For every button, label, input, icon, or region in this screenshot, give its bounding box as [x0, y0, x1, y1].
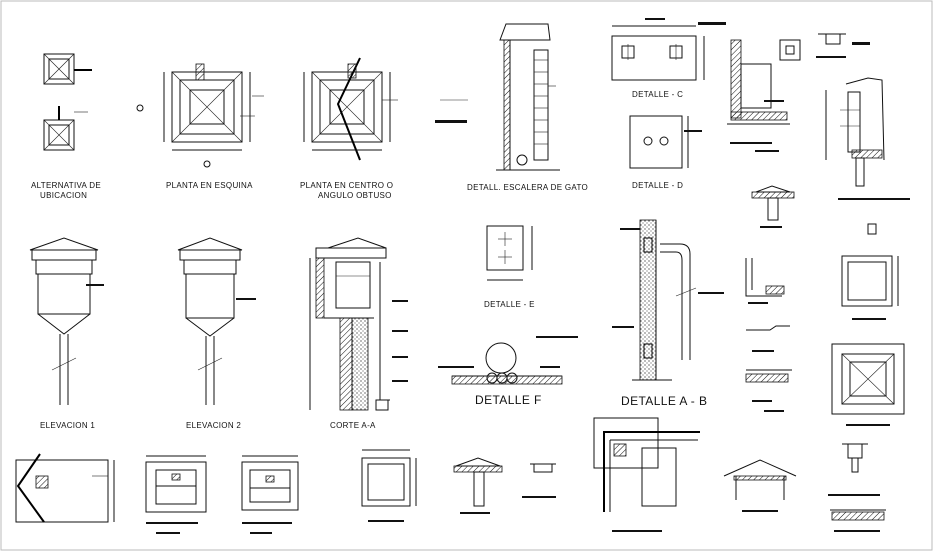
row3-roof-detail [723, 459, 797, 512]
alternativa-ubicacion-drawing [43, 53, 92, 151]
detalle-ab-drawing [612, 219, 724, 381]
row3-right-details [828, 443, 886, 532]
detalle-c-drawing [611, 18, 726, 81]
label-corte-aa: CORTE A-A [330, 421, 376, 430]
detalle-d-drawing [629, 115, 702, 169]
label-alternativa-1: ALTERNATIVA DE [31, 181, 101, 190]
row3-large-section [593, 417, 700, 532]
row3-detail-1 [15, 453, 115, 523]
corte-aa-drawing [309, 237, 408, 411]
detalle-e-drawing [486, 225, 533, 281]
elevacion-2-drawing [177, 237, 256, 405]
planta-centro-drawing [303, 57, 398, 161]
label-detall-escalera: DETALL. ESCALERA DE GATO [467, 183, 588, 192]
label-detalle-e: DETALLE - E [484, 300, 535, 309]
escalera-gato-drawing [435, 23, 560, 171]
row3-plan-3 [241, 455, 299, 534]
wall-section-drawing [727, 33, 870, 152]
detalle-f-drawing [438, 336, 578, 385]
label-planta-centro-2: ANGULO OBTUSO [318, 191, 392, 200]
label-detalle-f: DETALLE F [475, 393, 542, 407]
row3-plan-2 [145, 455, 207, 534]
label-planta-esquina: PLANTA EN ESQUINA [166, 181, 253, 190]
label-detalle-c: DETALLE - C [632, 90, 683, 99]
label-planta-centro-1: PLANTA EN CENTRO O [300, 181, 393, 190]
label-alternativa-2: UBICACION [40, 191, 87, 200]
planta-esquina-drawing [136, 63, 264, 168]
elevacion-1-drawing [29, 237, 104, 405]
label-detalle-d: DETALLE - D [632, 181, 683, 190]
label-elevacion-1: ELEVACION 1 [40, 421, 95, 430]
label-elevacion-2: ELEVACION 2 [186, 421, 241, 430]
row3-cap-detail [453, 457, 556, 514]
facade-detail-drawing [825, 77, 910, 200]
right-details-row2 [745, 223, 905, 426]
small-cap-detail-1 [751, 185, 795, 228]
label-detalle-ab: DETALLE A - B [621, 394, 707, 408]
row3-plan-4 [361, 449, 417, 522]
